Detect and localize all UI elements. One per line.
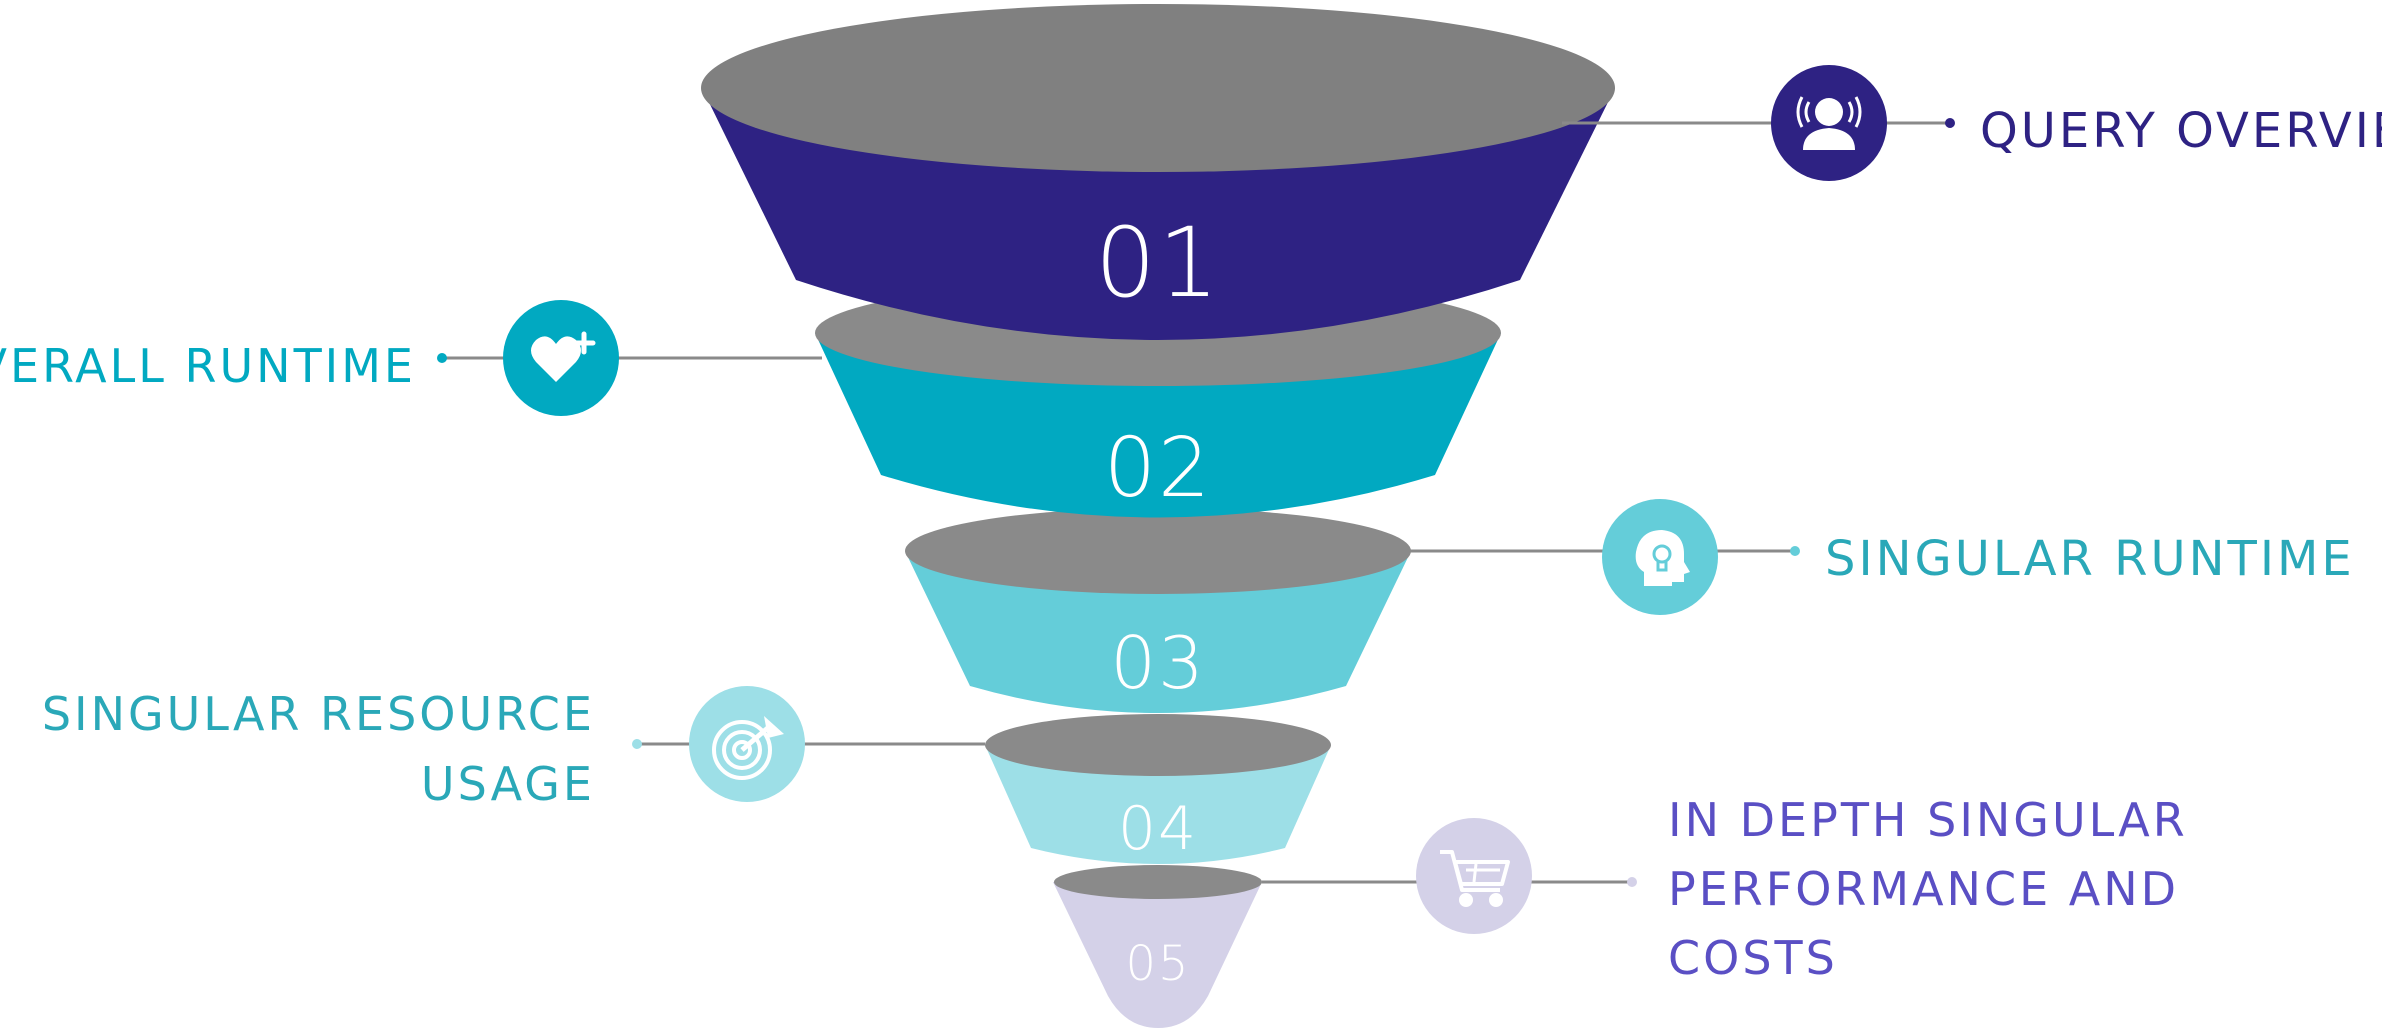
stage-05-label-line-2: PERFORMANCE AND [1668,862,2179,916]
funnel-stage-03: 03 [905,508,1411,713]
stage-02-label: OVERALL RUNTIME [0,339,416,393]
funnel-stage-05-body [1053,882,1262,1028]
target-arrow-icon [712,716,784,780]
stage-04-label-line-2: USAGE [421,757,595,811]
connector-dot-05 [1627,877,1637,887]
connector-dot-04 [632,739,642,749]
funnel-stage-02-body [815,333,1501,518]
stage-02-icon-badge [503,300,619,416]
stage-05-label-line-3: COSTS [1668,931,1838,985]
listening-person-icon [1796,96,1862,150]
funnel-stage-01: 01 [701,4,1615,340]
stage-01-label: QUERY OVERVIEW [1980,103,2382,159]
connector-dot-01 [1945,118,1955,128]
connector-dots [437,118,1955,887]
head-lightbulb-icon [1635,530,1690,586]
stage-05-label-line-1: IN DEPTH SINGULAR [1668,793,2188,847]
shopping-cart-icon [1440,850,1510,907]
stage-04-label-line-1: SINGULAR RESOURCE [42,687,595,741]
funnel-stage-03-number: 03 [1110,621,1206,705]
funnel-stage-04-number: 04 [1118,794,1198,864]
funnel-stage-03-body [905,551,1411,713]
funnel-stage-04-body [985,745,1331,864]
funnel-stage-05: 05 [1053,865,1262,1028]
funnel-stage-01-number: 01 [1095,207,1221,319]
funnel-stage-04: 04 [985,714,1331,864]
funnel-stage-01-top [701,4,1615,172]
funnel-stage-02-number: 02 [1104,421,1212,516]
stage-03-label: SINGULAR RUNTIME [1825,531,2355,587]
funnel-stage-05-number: 05 [1125,936,1190,992]
connector-dot-03 [1790,546,1800,556]
connector-dot-02 [437,353,447,363]
stage-04-icon-badge [689,686,805,802]
heart-plus-icon [531,331,596,382]
funnel-stage-03-top [905,508,1411,594]
stage-03-icon-badge [1602,499,1718,615]
stage-05-icon-badge [1416,818,1532,934]
funnel-stage-05-top [1054,865,1262,899]
funnel-stage-04-top [985,714,1331,776]
stage-01-icon-badge [1771,65,1887,181]
